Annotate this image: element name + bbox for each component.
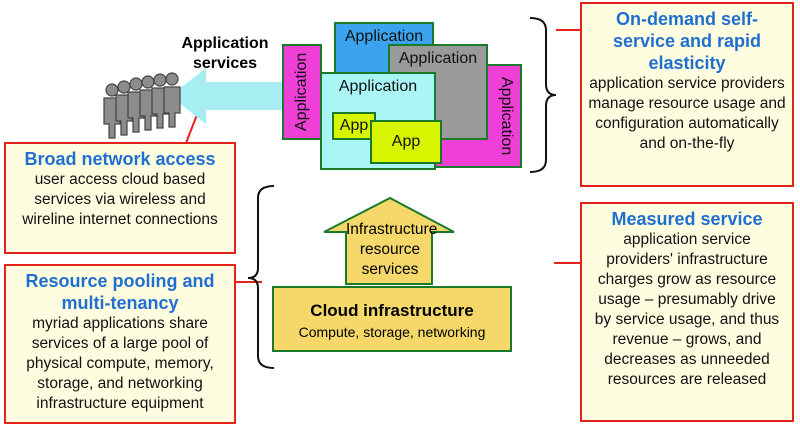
note-title: Measured service xyxy=(611,209,763,229)
app-box-small-2: App xyxy=(370,120,442,164)
infrastructure-services-arrow xyxy=(323,196,455,285)
note-body: application service providers' infrastru… xyxy=(594,231,780,388)
application-label: Application xyxy=(398,50,478,67)
note-title: On-demand self-service and rapid elastic… xyxy=(612,9,762,73)
users-icon xyxy=(103,72,181,139)
note-title: Resource pooling and multi-tenancy xyxy=(25,271,215,313)
note-body: myriad applications share services of a … xyxy=(26,315,214,412)
application-box-magenta-left: Application xyxy=(282,44,322,140)
bracket-infrastructure xyxy=(247,185,275,369)
note-body: application service providers manage res… xyxy=(588,75,786,152)
note-resource-pooling: Resource pooling and multi-tenancy myria… xyxy=(4,264,236,424)
application-label: Application xyxy=(344,28,424,45)
note-measured: Measured service application service pro… xyxy=(580,202,794,422)
cloud-infrastructure-title: Cloud infrastructure xyxy=(310,301,474,320)
infrastructure-services-label: Infrastructure resource services xyxy=(346,221,438,278)
application-label: Application xyxy=(338,78,418,95)
note-broad-network: Broad network access user access cloud b… xyxy=(4,142,236,254)
application-services-label: Application services xyxy=(181,35,269,72)
app-box-small-1: App xyxy=(332,112,376,140)
cloud-infrastructure-subtitle: Compute, storage, networking xyxy=(298,324,486,340)
bracket-applications xyxy=(529,17,557,173)
cloud-infrastructure-box: Cloud infrastructure Compute, storage, n… xyxy=(272,286,512,352)
note-body: user access cloud based services via wir… xyxy=(22,171,218,228)
application-label-vertical-right: Application xyxy=(498,76,515,156)
application-services-arrow xyxy=(170,68,282,124)
application-label: Application xyxy=(293,52,310,132)
note-on-demand: On-demand self-service and rapid elastic… xyxy=(580,2,794,187)
note-title: Broad network access xyxy=(24,149,216,169)
